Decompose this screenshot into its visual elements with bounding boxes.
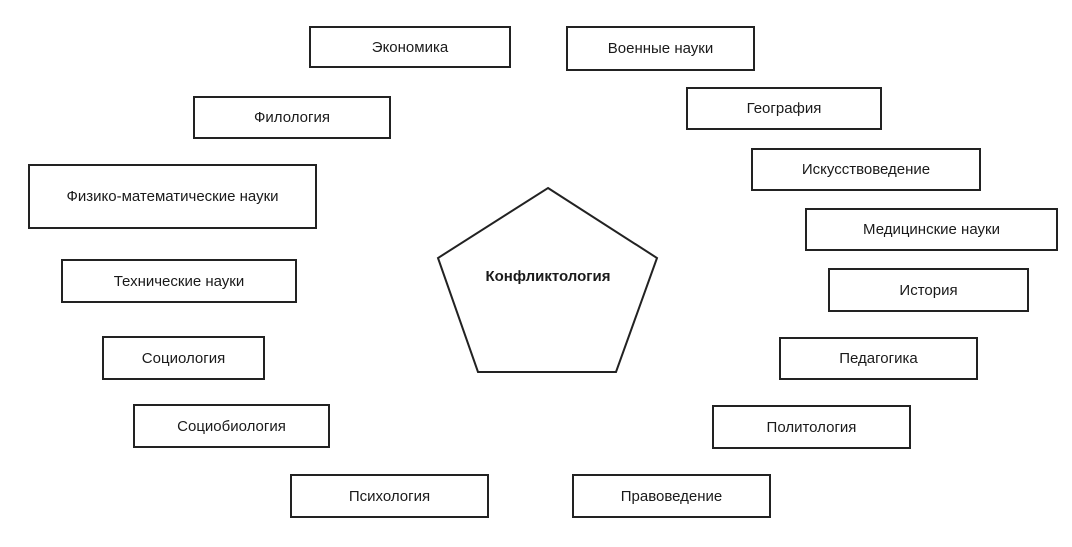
discipline-box-physmath: Физико-математические науки — [28, 164, 317, 229]
discipline-label: Социобиология — [177, 417, 286, 435]
discipline-box-geography: География — [686, 87, 882, 130]
discipline-box-law: Правоведение — [572, 474, 771, 518]
discipline-box-philology: Филология — [193, 96, 391, 139]
discipline-label: Филология — [254, 109, 330, 126]
discipline-label: Экономика — [371, 38, 449, 56]
discipline-box-sociology: Социология — [102, 336, 265, 380]
discipline-label: Медицинские науки — [863, 221, 1000, 238]
discipline-box-medicine: Медицинские науки — [805, 208, 1058, 251]
discipline-box-political-science: Политология — [712, 405, 911, 449]
discipline-label: Физико-математические науки — [66, 188, 279, 205]
discipline-label: История — [899, 281, 958, 299]
discipline-label: Психология — [348, 487, 431, 505]
discipline-box-economics: Экономика — [309, 26, 511, 68]
discipline-box-sociobiology: Социобиология — [133, 404, 330, 448]
discipline-box-art-history: Искусствоведение — [751, 148, 981, 191]
discipline-label: Социология — [141, 349, 226, 367]
discipline-box-technical: Технические науки — [61, 259, 297, 303]
discipline-label: География — [746, 100, 822, 117]
discipline-label: Искусствоведение — [801, 161, 931, 178]
discipline-label: Политология — [766, 418, 857, 436]
discipline-box-military: Военные науки — [566, 26, 755, 71]
discipline-label: Технические науки — [113, 272, 245, 290]
discipline-box-history: История — [828, 268, 1029, 312]
discipline-box-pedagogy: Педагогика — [779, 337, 978, 380]
discipline-box-psychology: Психология — [290, 474, 489, 518]
discipline-label: Педагогика — [839, 350, 918, 367]
center-label: Конфликтология — [485, 268, 611, 285]
discipline-label: Правоведение — [620, 487, 723, 505]
discipline-label: Военные науки — [607, 40, 714, 57]
